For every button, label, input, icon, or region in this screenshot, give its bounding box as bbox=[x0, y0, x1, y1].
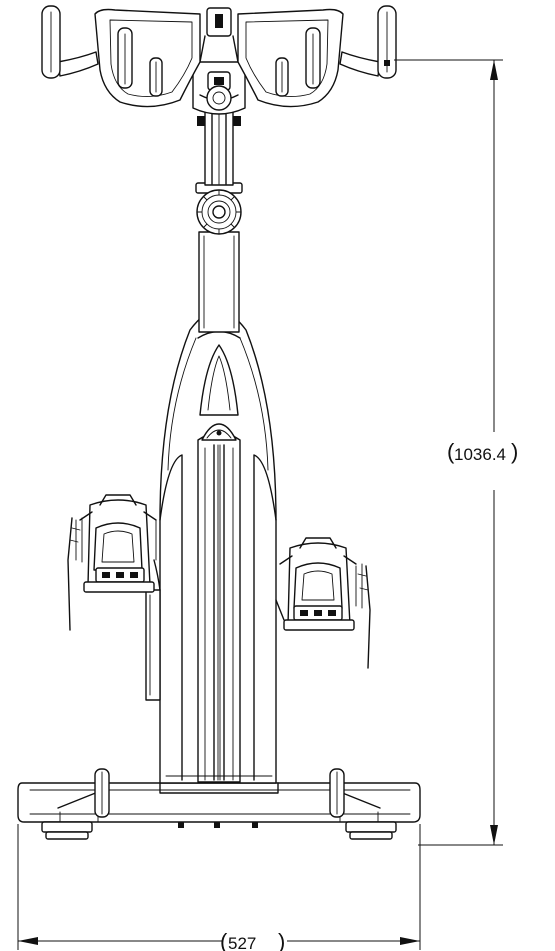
height-dimension bbox=[394, 59, 503, 846]
height-label-open-paren: ( bbox=[447, 439, 455, 464]
transport-wheel-left bbox=[94, 768, 110, 818]
base-bolts bbox=[178, 822, 258, 828]
frame-body bbox=[145, 309, 277, 784]
adjustment-knob bbox=[196, 189, 242, 235]
crank-arms bbox=[153, 559, 285, 621]
width-label-close-paren: ) bbox=[278, 929, 285, 951]
height-label-close-paren: ) bbox=[511, 439, 518, 464]
handlebar-assembly bbox=[41, 5, 397, 115]
pedal-left bbox=[67, 494, 157, 631]
leveling-foot-right bbox=[345, 821, 397, 840]
width-dimension bbox=[17, 824, 421, 950]
width-label: 527 bbox=[228, 934, 256, 951]
width-label-group: ( 527 ) bbox=[220, 929, 285, 951]
pedal-right bbox=[279, 537, 371, 669]
transport-wheel-right bbox=[329, 768, 345, 818]
height-label: 1036.4 bbox=[454, 445, 506, 464]
base-stabilizer bbox=[17, 782, 421, 823]
leveling-foot-left bbox=[41, 821, 93, 840]
height-label-group: ( 1036.4 ) bbox=[447, 439, 518, 464]
width-label-open-paren: ( bbox=[220, 929, 228, 951]
stem-post bbox=[195, 109, 243, 333]
